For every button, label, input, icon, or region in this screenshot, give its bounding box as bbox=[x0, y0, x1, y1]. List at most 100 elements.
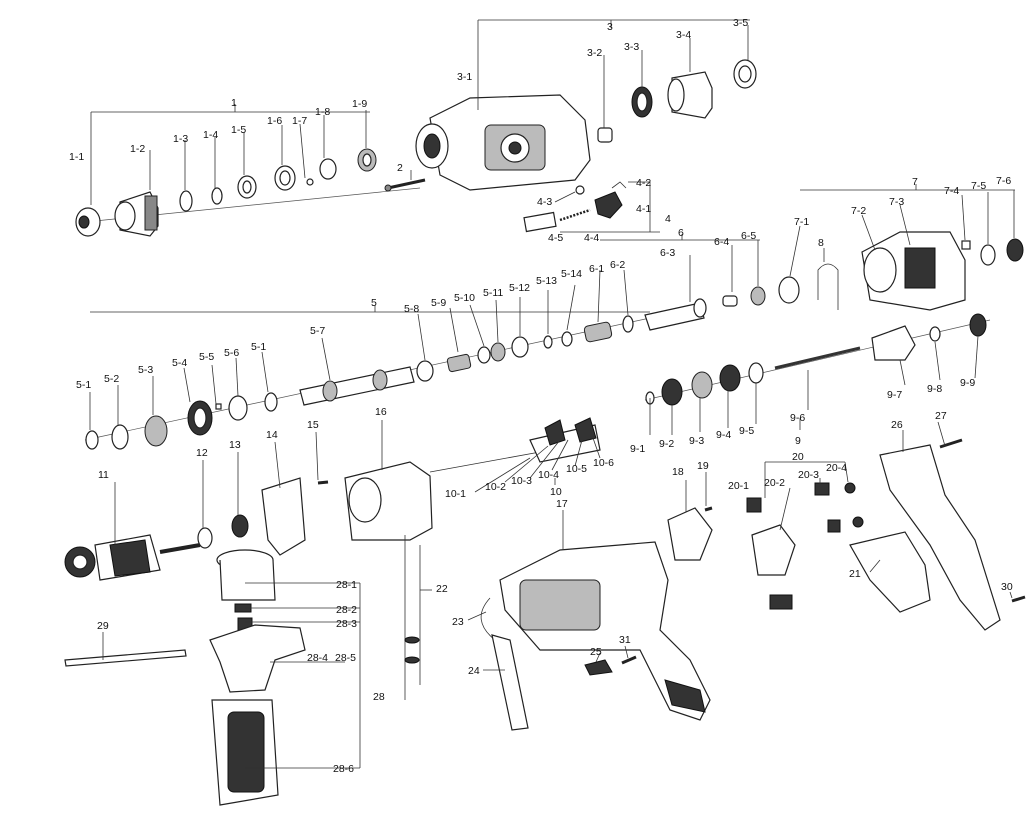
label-5-3: 5-3 bbox=[138, 364, 153, 376]
label-20-3: 20-3 bbox=[798, 469, 819, 481]
label-6-3: 6-3 bbox=[660, 247, 675, 259]
label-3-3: 3-3 bbox=[624, 41, 639, 53]
part-5-10 bbox=[477, 346, 491, 364]
label-5-13: 5-13 bbox=[536, 275, 557, 287]
label-4-2: 4-2 bbox=[636, 177, 651, 189]
label-30: 30 bbox=[1001, 581, 1013, 593]
part-labels: 1 1-1 1-2 1-3 1-4 1-5 1-6 1-7 1-8 1-9 2 … bbox=[69, 17, 1013, 775]
label-1-6: 1-6 bbox=[267, 115, 282, 127]
part-1-4 bbox=[211, 187, 223, 205]
part-5-7 bbox=[299, 366, 415, 406]
part-group-6 bbox=[583, 286, 766, 343]
part-1-7 bbox=[306, 178, 314, 186]
part-5-1-b bbox=[264, 392, 278, 412]
part-5-12 bbox=[511, 336, 529, 358]
label-9-6: 9-6 bbox=[790, 412, 805, 424]
part-7-5 bbox=[980, 244, 996, 266]
part-11 bbox=[64, 534, 201, 581]
label-4-1: 4-1 bbox=[636, 203, 651, 215]
label-7-3: 7-3 bbox=[889, 196, 904, 208]
part-13 bbox=[231, 514, 249, 538]
part-21 bbox=[849, 531, 931, 613]
label-5-8: 5-8 bbox=[404, 303, 419, 315]
label-5-9: 5-9 bbox=[431, 297, 446, 309]
part-4-2 bbox=[611, 181, 627, 189]
part-12 bbox=[197, 527, 213, 549]
label-10-2: 10-2 bbox=[485, 481, 506, 493]
part-29 bbox=[64, 649, 187, 667]
part-5-11 bbox=[490, 342, 506, 362]
label-9-8: 9-8 bbox=[927, 383, 942, 395]
label-24: 24 bbox=[468, 665, 480, 677]
label-4-5: 4-5 bbox=[548, 232, 563, 244]
part-8 bbox=[817, 263, 839, 310]
part-6-2 bbox=[622, 315, 634, 333]
label-18: 18 bbox=[672, 466, 684, 478]
label-7-1: 7-1 bbox=[794, 216, 809, 228]
part-3-2 bbox=[597, 127, 613, 143]
part-20-1 bbox=[746, 497, 762, 513]
label-6: 6 bbox=[678, 227, 684, 239]
part-15 bbox=[317, 480, 329, 485]
label-7-5: 7-5 bbox=[971, 180, 986, 192]
label-5-1b: 5-1 bbox=[251, 341, 266, 353]
label-28: 28 bbox=[373, 691, 385, 703]
label-13: 13 bbox=[229, 439, 241, 451]
label-20: 20 bbox=[792, 451, 804, 463]
part-6-1 bbox=[583, 321, 613, 343]
label-5-4: 5-4 bbox=[172, 357, 187, 369]
part-7-3 bbox=[904, 247, 936, 289]
part-6-4 bbox=[722, 295, 738, 307]
label-28-5: 28-5 bbox=[335, 652, 356, 664]
label-3: 3 bbox=[607, 21, 613, 33]
label-5-12: 5-12 bbox=[509, 282, 530, 294]
label-8: 8 bbox=[818, 237, 824, 249]
part-9-6 bbox=[774, 346, 861, 370]
part-5-14 bbox=[561, 331, 573, 347]
label-20-1: 20-1 bbox=[728, 480, 749, 492]
label-20-4: 20-4 bbox=[826, 462, 847, 474]
label-5: 5 bbox=[371, 297, 377, 309]
part-9-9 bbox=[969, 313, 987, 337]
label-5-10: 5-10 bbox=[454, 292, 475, 304]
part-5-9 bbox=[446, 353, 472, 373]
part-7-4 bbox=[961, 240, 971, 250]
part-group-3 bbox=[415, 59, 757, 191]
label-10-3: 10-3 bbox=[511, 475, 532, 487]
label-1-5: 1-5 bbox=[231, 124, 246, 136]
label-1-8: 1-8 bbox=[315, 106, 330, 118]
label-10: 10 bbox=[550, 486, 562, 498]
label-22: 22 bbox=[436, 583, 448, 595]
label-17: 17 bbox=[556, 498, 568, 510]
part-27 bbox=[939, 438, 963, 449]
leader-lines bbox=[89, 19, 1015, 769]
label-25: 25 bbox=[590, 646, 602, 658]
label-1-3: 1-3 bbox=[173, 133, 188, 145]
part-31 bbox=[621, 655, 637, 665]
part-9-4 bbox=[719, 364, 741, 392]
part-20-4 bbox=[844, 482, 856, 494]
label-12: 12 bbox=[196, 447, 208, 459]
part-group-7 bbox=[778, 231, 1024, 311]
label-28-6: 28-6 bbox=[333, 763, 354, 775]
part-group-28 bbox=[209, 549, 306, 806]
label-9: 9 bbox=[795, 435, 801, 447]
label-28-2: 28-2 bbox=[336, 604, 357, 616]
label-5-11: 5-11 bbox=[483, 287, 503, 299]
part-2 bbox=[384, 178, 426, 192]
label-27: 27 bbox=[935, 410, 947, 422]
label-20-2: 20-2 bbox=[764, 477, 785, 489]
label-1-4: 1-4 bbox=[203, 129, 218, 141]
part-group-5 bbox=[84, 317, 651, 450]
part-5-6 bbox=[228, 395, 248, 421]
part-9-2 bbox=[661, 378, 683, 406]
part-10-5 bbox=[574, 417, 597, 443]
part-23 bbox=[480, 597, 496, 641]
label-5-7: 5-7 bbox=[310, 325, 325, 337]
label-1-9: 1-9 bbox=[352, 98, 367, 110]
part-6-3 bbox=[644, 302, 705, 331]
part-14 bbox=[261, 477, 306, 556]
label-9-5: 9-5 bbox=[739, 425, 754, 437]
label-3-1: 3-1 bbox=[457, 71, 472, 83]
